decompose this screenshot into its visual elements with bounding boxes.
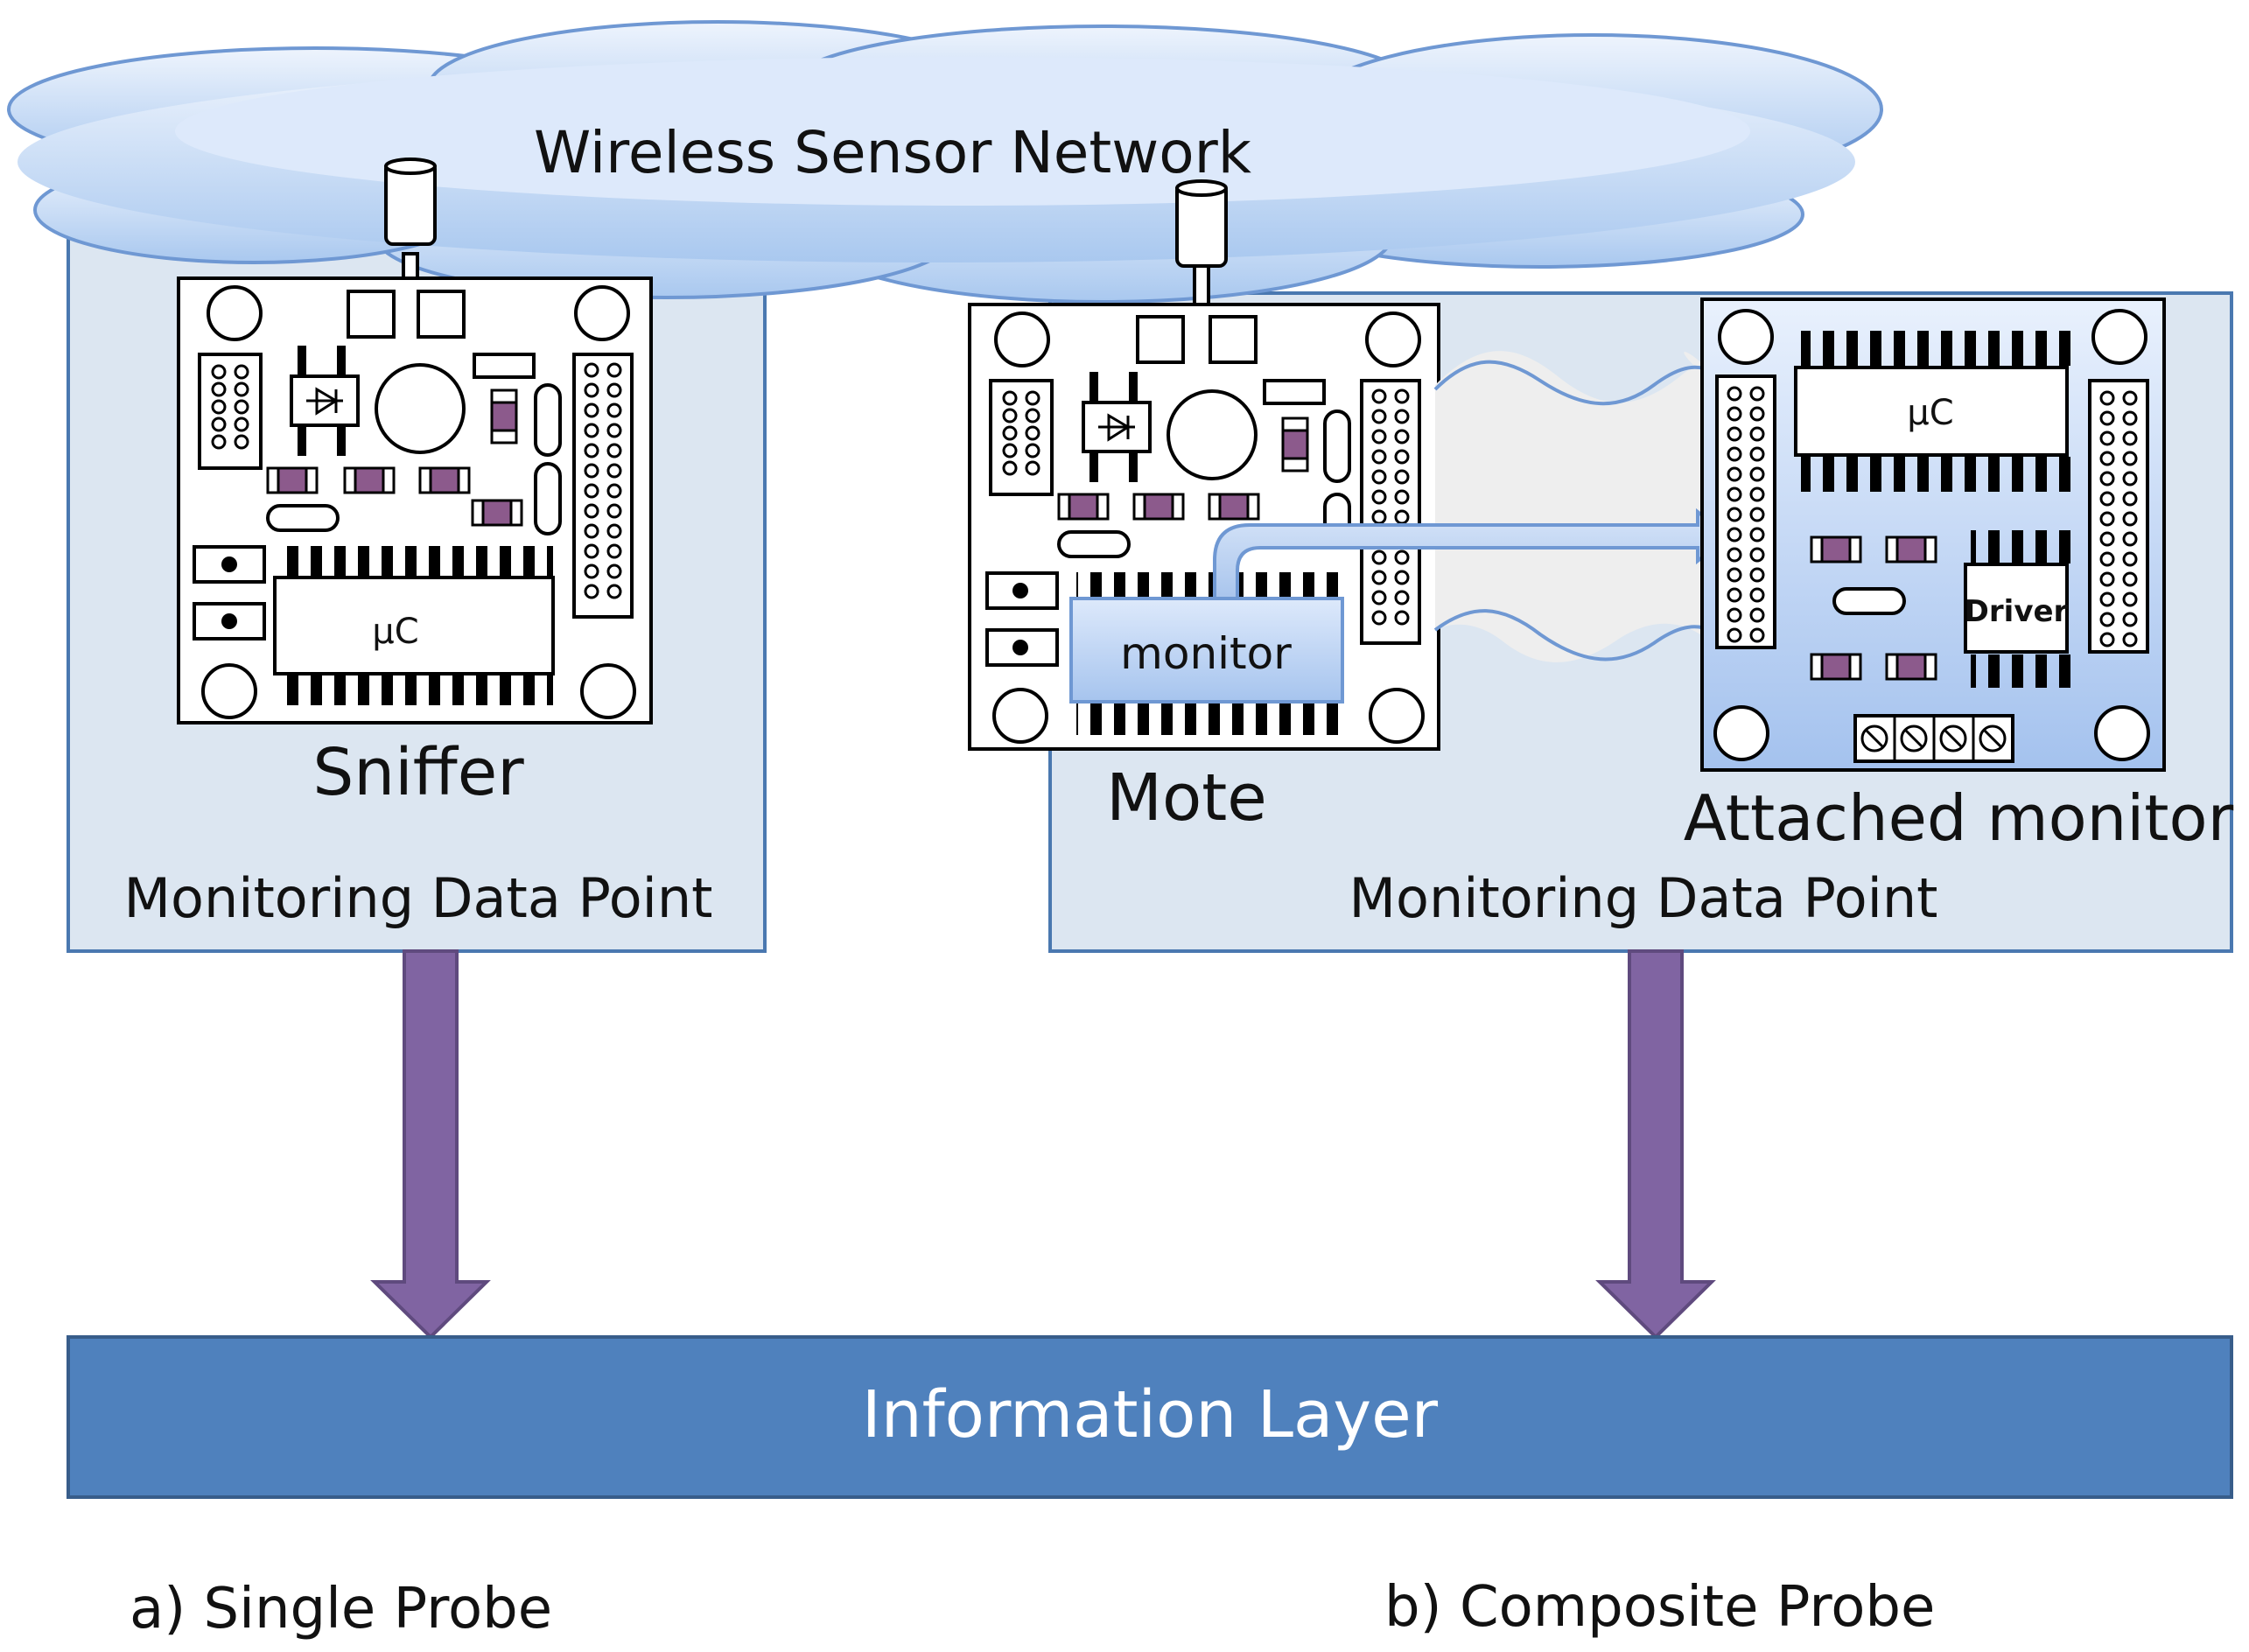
sniffer-chip-label: µC	[372, 612, 418, 652]
right-down-arrow	[1595, 949, 1716, 1340]
attached-monitor-board	[1700, 298, 2166, 772]
right-box-label: Monitoring Data Point	[1349, 866, 1938, 930]
wavy-connector-top	[1433, 360, 1730, 406]
attached-chip-label: µC	[1907, 393, 1953, 433]
information-layer-bar	[67, 1335, 2233, 1499]
driver-label: Driver	[1965, 594, 2069, 629]
left-down-arrow	[370, 949, 491, 1340]
wireless-cloud	[7, 20, 1883, 304]
sniffer-board	[177, 276, 653, 724]
attached-monitor-label: Attached monitor	[1684, 781, 2234, 855]
information-layer-label: Information Layer	[862, 1377, 1439, 1452]
monitor-chip-label: monitor	[1120, 628, 1292, 679]
monitor-chip	[1069, 597, 1344, 704]
sniffer-label: Sniffer	[312, 735, 524, 810]
mote-antenna	[1175, 179, 1228, 306]
wavy-connector	[1435, 351, 1735, 662]
mote-label: Mote	[1106, 760, 1267, 836]
left-box-label: Monitoring Data Point	[124, 866, 713, 930]
composite-probe-caption: b) Composite Probe	[1384, 1575, 1935, 1640]
wavy-connector-bottom	[1433, 609, 1730, 662]
cloud-label: Wireless Sensor Network	[534, 119, 1252, 186]
single-probe-caption: a) Single Probe	[130, 1577, 552, 1642]
